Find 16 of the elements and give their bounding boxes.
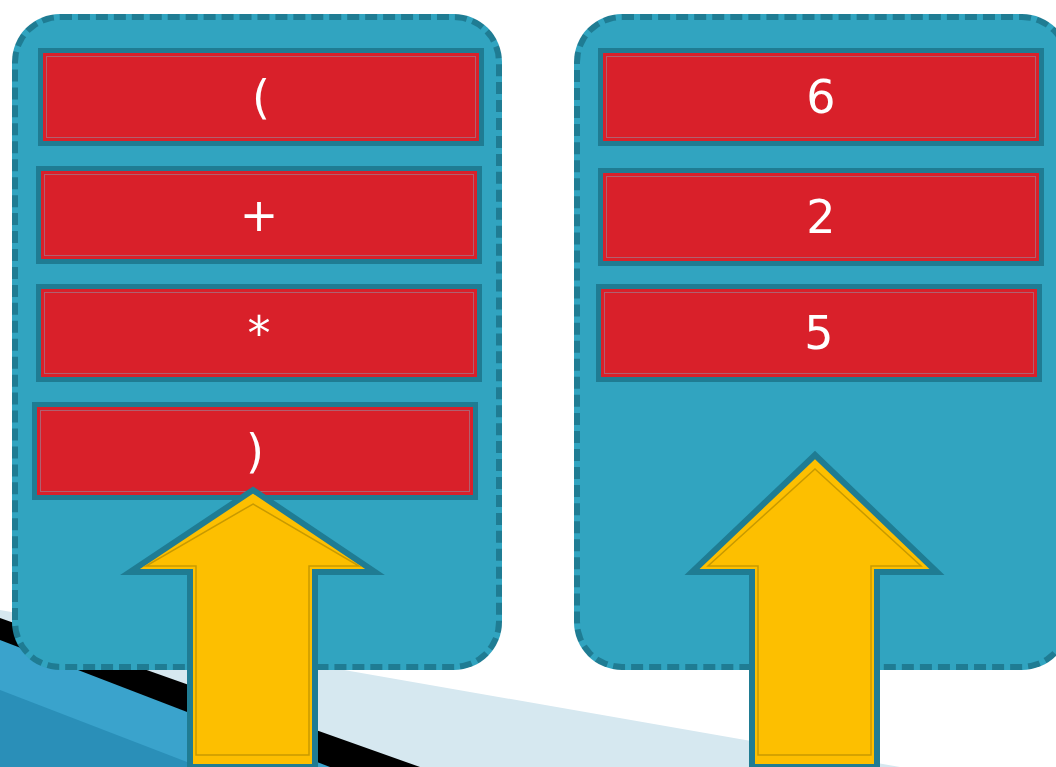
item-label: 5: [804, 310, 834, 356]
stack-item: [598, 168, 1044, 266]
stack-item: [38, 48, 484, 146]
item-label: +: [239, 192, 279, 238]
stack-item: [36, 166, 482, 264]
item-label: ): [246, 428, 264, 474]
item-label: *: [247, 310, 271, 356]
stack-item: [32, 402, 478, 500]
stack-container: [574, 14, 1056, 670]
stack-item: [36, 284, 482, 382]
stack-container: [12, 14, 502, 670]
stack-item: [598, 48, 1044, 146]
item-label: 6: [806, 74, 836, 120]
item-label: 2: [806, 194, 836, 240]
item-label: (: [252, 74, 270, 120]
stack-item: [596, 284, 1042, 382]
